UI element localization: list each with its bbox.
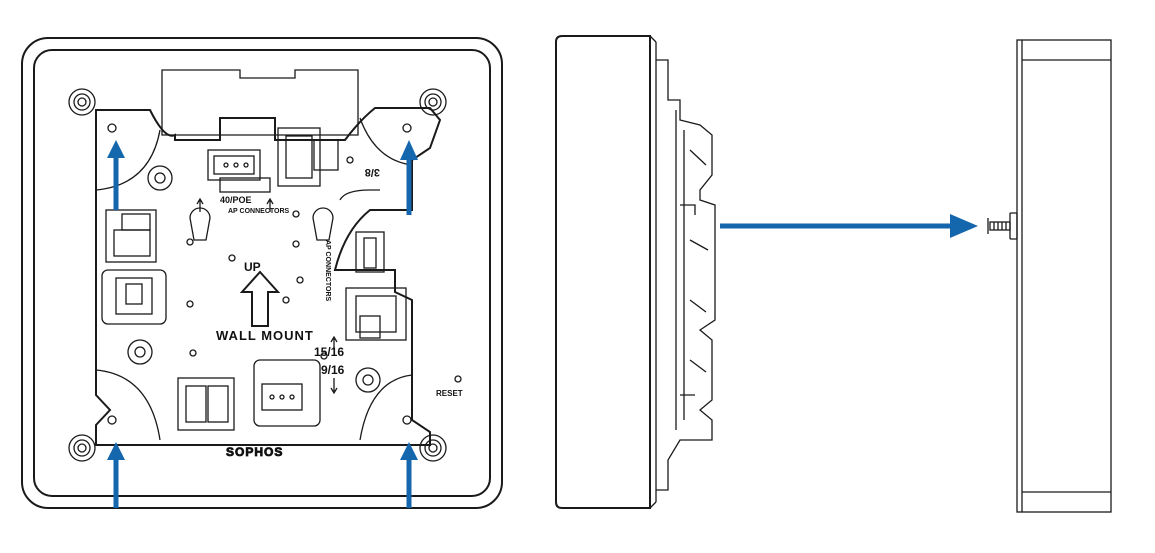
corner-screw-top-left — [68, 88, 96, 116]
top-tab — [161, 69, 359, 136]
label-ap-connectors-side: AP CONNECTORS — [324, 240, 331, 302]
up-arrow-outline-icon — [239, 270, 281, 327]
small-hole — [228, 254, 236, 262]
label-3-8: 3/8 — [365, 166, 380, 178]
keyhole-slot-left — [189, 207, 211, 241]
small-hole — [320, 352, 328, 360]
corner-screw-bottom-right — [419, 434, 447, 462]
corner-screw-top-right — [419, 88, 447, 116]
round-boss — [147, 165, 173, 191]
corner-screw-bottom-left — [68, 434, 96, 462]
plate-outline — [95, 107, 442, 446]
inner-frame — [33, 49, 491, 497]
round-boss — [127, 339, 153, 365]
device-body-side — [555, 35, 651, 509]
corner-arc — [95, 369, 161, 441]
arrow-up-icon — [107, 442, 125, 460]
wall-section — [987, 39, 1112, 513]
mount-hole — [402, 415, 412, 425]
small-hole — [189, 349, 197, 357]
small-arrow-icon — [196, 197, 204, 212]
small-hole — [186, 300, 194, 308]
mount-arrow-top-left — [107, 140, 125, 210]
reset-button-hole — [454, 375, 462, 383]
mount-arrow-bottom-left — [107, 442, 125, 508]
small-hole — [282, 296, 290, 304]
label-ap-connectors-top: AP CONNECTORS — [228, 208, 290, 215]
ap-connector-right-side — [339, 189, 385, 273]
side-view-device — [555, 35, 978, 509]
arrow-up-icon — [107, 140, 125, 158]
small-hole — [296, 276, 304, 284]
ap-connector-right-middle — [345, 287, 407, 341]
small-hole — [292, 210, 300, 218]
small-hole — [186, 238, 194, 246]
ap-connector-top — [207, 149, 271, 193]
mount-hole — [107, 415, 117, 425]
label-up: UP — [244, 260, 261, 274]
small-hole — [346, 156, 354, 164]
keyhole-slot-right — [312, 207, 334, 241]
label-poe: 40/POE — [220, 195, 252, 205]
insert-arrow — [720, 214, 978, 238]
small-arrow-icon — [330, 335, 338, 350]
mount-hole — [107, 123, 117, 133]
small-arrow-icon — [330, 378, 338, 395]
ap-connector-bottom-left — [177, 377, 235, 431]
label-wall-mount: WALL MOUNT — [216, 328, 314, 343]
arrow-up-icon — [400, 442, 418, 460]
mount-arrow-bottom-right — [400, 442, 418, 508]
arrow-up-icon — [400, 140, 418, 160]
outer-frame — [21, 37, 503, 509]
corner-arc — [359, 117, 413, 166]
label-15-16: 15/16 — [314, 345, 344, 359]
ap-connector-top-right — [277, 127, 339, 187]
label-9-16: 9/16 — [321, 363, 345, 377]
small-hole — [292, 240, 300, 248]
front-view-mount-plate: 40/POE AP CONNECTORS UP WALL MOUNT 15/16… — [21, 37, 503, 509]
label-brand: SOPHOS — [226, 445, 283, 459]
mount-hole — [402, 123, 412, 133]
bracket-profile — [656, 59, 716, 491]
mount-arrow-top-right — [400, 140, 418, 215]
arrow-right-icon — [950, 214, 978, 238]
corner-arc — [95, 129, 161, 191]
screw-icon — [987, 212, 1018, 240]
ap-connector-left — [105, 209, 157, 263]
ap-connector-bottom-middle — [253, 359, 321, 427]
label-reset: RESET — [436, 389, 463, 398]
small-arrow-icon — [266, 197, 274, 212]
ap-connector-left-lower — [101, 269, 167, 325]
wall-panel — [1016, 39, 1112, 513]
corner-arc — [359, 374, 413, 441]
round-boss — [355, 367, 381, 393]
